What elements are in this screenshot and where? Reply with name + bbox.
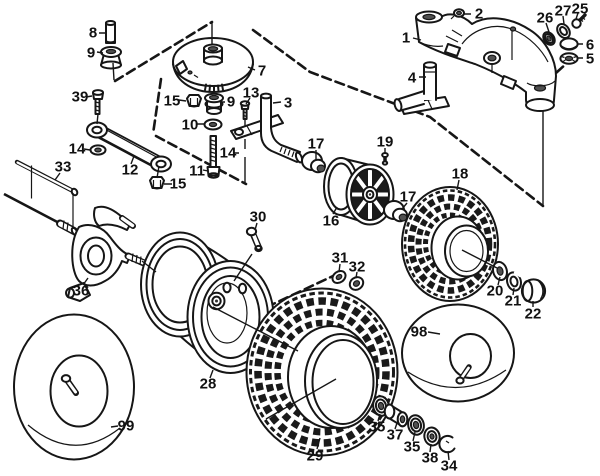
seal-washer-drawing xyxy=(542,31,556,46)
push-ring-drawing xyxy=(506,271,522,292)
spindle-shaft-drawing xyxy=(393,61,450,115)
flat-washer-left-drawing xyxy=(89,144,107,156)
boss-cap-drawing xyxy=(559,37,579,51)
part-label-17: 17 xyxy=(400,189,417,206)
part-label-26: 26 xyxy=(537,10,554,27)
part-label-13: 13 xyxy=(243,85,260,102)
part-label-28: 28 xyxy=(200,376,217,393)
part-label-29: 29 xyxy=(307,448,324,465)
part-label-8: 8 xyxy=(89,25,97,42)
part-label-34: 34 xyxy=(441,458,458,475)
part-label-37: 37 xyxy=(387,427,404,444)
hub-bearing-inner-drawing xyxy=(407,414,425,436)
part-label-99: 99 xyxy=(118,418,135,435)
part-label-11: 11 xyxy=(189,163,205,180)
spindle-nut-drawing xyxy=(348,276,365,291)
axle-arm-drawing xyxy=(230,92,304,164)
part-label-6: 6 xyxy=(586,37,594,54)
e-ring-clip-drawing xyxy=(438,434,456,454)
part-label-15: 15 xyxy=(170,176,187,193)
bracket-screw-drawing xyxy=(239,100,251,120)
label-leader-lines xyxy=(54,12,583,461)
kingpin-pin-drawing xyxy=(105,20,116,44)
part-label-19: 19 xyxy=(377,134,394,151)
inner-tube-left-drawing xyxy=(13,313,135,461)
part-label-31: 31 xyxy=(332,250,349,267)
steering-knuckle-drawing xyxy=(65,205,148,302)
small-knobby-tire-drawing xyxy=(401,186,499,302)
part-label-14: 14 xyxy=(69,141,86,158)
valve-stem-drawing xyxy=(245,226,263,253)
inner-tube-right-drawing xyxy=(401,303,515,403)
kingpin-bushing-lower-drawing xyxy=(204,92,224,115)
part-label-9: 9 xyxy=(227,94,235,111)
flat-washer-center-drawing xyxy=(203,118,223,131)
part-label-35: 35 xyxy=(404,439,421,456)
cover-disc-drawing xyxy=(172,37,254,93)
plug-fastener-drawing xyxy=(450,8,465,20)
lock-nut-lower-drawing xyxy=(149,176,165,190)
part-label-35: 35 xyxy=(369,419,386,436)
spoked-wheel-drawing xyxy=(323,157,395,226)
large-knobby-tire-drawing xyxy=(245,287,399,457)
wheel-bushing-left-drawing xyxy=(301,151,326,174)
seal-cap-drawing xyxy=(556,22,571,40)
part-label-16: 16 xyxy=(323,213,340,230)
hub-washer-drawing xyxy=(492,260,508,282)
cover-screw-drawing xyxy=(571,13,587,29)
part-label-21: 21 xyxy=(505,293,522,310)
part-label-32: 32 xyxy=(349,259,366,276)
part-label-9: 9 xyxy=(87,45,95,62)
part-label-38: 38 xyxy=(422,450,439,467)
part-label-5: 5 xyxy=(586,51,594,68)
kingpin-bolt-drawing xyxy=(206,135,221,179)
part-label-25: 25 xyxy=(572,1,589,18)
part-label-4: 4 xyxy=(408,70,417,87)
boss-washer-drawing xyxy=(559,52,579,65)
part-label-98: 98 xyxy=(411,324,428,341)
part-label-18: 18 xyxy=(452,166,469,183)
part-label-14: 14 xyxy=(220,145,237,162)
part-label-2: 2 xyxy=(475,6,483,23)
lock-nut-upper-drawing xyxy=(186,94,202,108)
steering-link-arm-drawing xyxy=(86,121,172,173)
spindle-washer-drawing xyxy=(331,270,347,284)
part-label-3: 3 xyxy=(284,95,292,112)
part-label-1: 1 xyxy=(402,30,410,47)
part-label-15: 15 xyxy=(164,93,181,110)
part-label-36: 36 xyxy=(73,283,90,300)
thrust-washer-drawing xyxy=(423,426,441,447)
part-label-22: 22 xyxy=(525,306,542,323)
part-label-20: 20 xyxy=(487,283,504,300)
tie-rod-drawing xyxy=(3,159,79,237)
part-label-7: 7 xyxy=(258,63,266,80)
part-label-17: 17 xyxy=(308,136,325,153)
part-label-12: 12 xyxy=(122,162,139,179)
hub-cap-drawing xyxy=(520,278,547,304)
hub-spacer-drawing xyxy=(383,403,409,428)
valve-stem-small-drawing xyxy=(381,152,389,166)
part-label-39: 39 xyxy=(72,89,89,106)
axle-housing-drawing xyxy=(415,10,557,112)
part-label-30: 30 xyxy=(250,209,267,226)
kingpin-bushing-upper-drawing xyxy=(100,46,122,70)
part-label-10: 10 xyxy=(182,117,199,134)
part-label-33: 33 xyxy=(55,159,72,176)
wheel-bushing-right-drawing xyxy=(383,200,408,223)
axis-leader-lines xyxy=(96,22,544,420)
part-label-27: 27 xyxy=(555,3,572,20)
pivot-bolt-drawing xyxy=(92,89,104,115)
